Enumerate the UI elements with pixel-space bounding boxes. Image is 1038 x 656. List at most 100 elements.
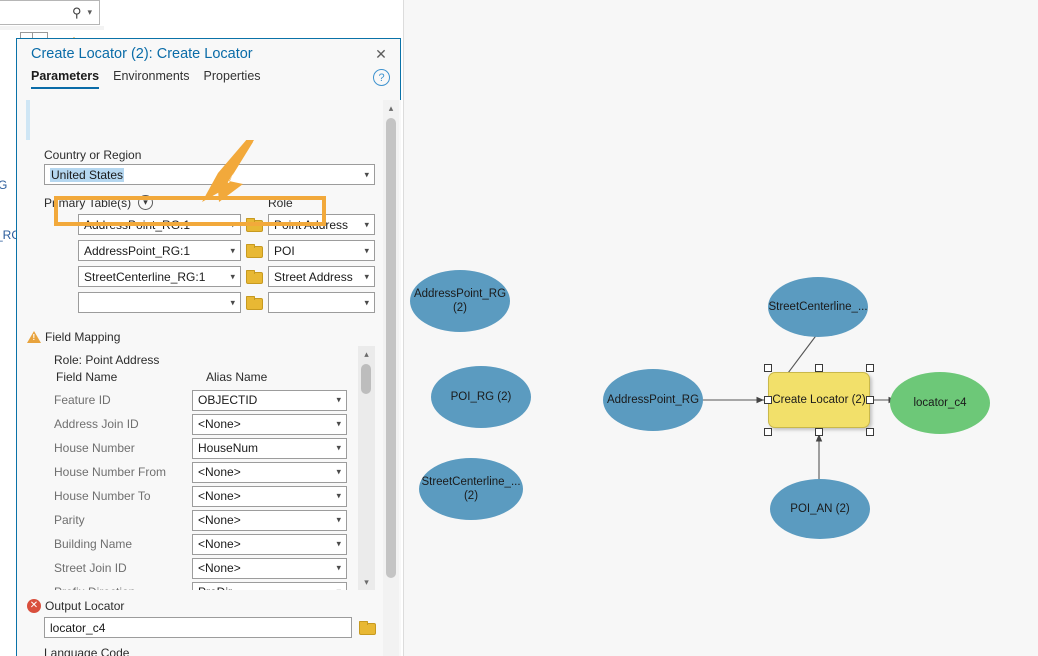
chevron-down-icon[interactable]: ▾: [336, 394, 341, 405]
chevron-down-icon[interactable]: ▾: [336, 514, 341, 525]
node-label: AddressPoint_RG: [606, 394, 700, 406]
node-label: POI_AN (2): [790, 503, 850, 515]
diagram-node-streetcenterline[interactable]: StreetCenterline_...: [768, 277, 868, 337]
folder-icon-2[interactable]: [246, 244, 263, 258]
field-mapping-row[interactable]: House Number From <None> ▾: [42, 460, 362, 484]
help-icon[interactable]: ?: [373, 69, 390, 86]
chevron-down-icon[interactable]: ▾: [336, 418, 341, 429]
alias-select[interactable]: <None> ▾: [192, 509, 347, 531]
chevron-down-icon[interactable]: ▾: [364, 297, 369, 307]
chevron-down-icon[interactable]: ▾: [336, 442, 341, 453]
selection-handle-e[interactable]: [866, 396, 874, 404]
tab-parameters[interactable]: Parameters: [31, 69, 100, 89]
field-mapping-row[interactable]: Parity <None> ▾: [42, 508, 362, 532]
alias-select[interactable]: <None> ▾: [192, 485, 347, 507]
field-mapping-list[interactable]: Feature ID OBJECTID ▾ Address Join ID <N…: [42, 388, 382, 590]
diagram-node-addresspoint-rg[interactable]: AddressPoint_RG: [603, 369, 703, 431]
selection-handle-n[interactable]: [815, 364, 823, 372]
section-accent-bar: [26, 100, 30, 140]
chevron-down-icon[interactable]: ▾: [336, 466, 341, 477]
role-column-header: Role: [268, 196, 293, 210]
chevron-down-icon[interactable]: ▾: [364, 271, 369, 281]
selection-handle-nw[interactable]: [764, 364, 772, 372]
chevron-down-icon[interactable]: ▾: [230, 297, 235, 307]
tab-environments[interactable]: Environments: [113, 69, 190, 83]
field-name: House Number To: [54, 489, 151, 503]
scroll-thumb[interactable]: [361, 364, 371, 394]
field-name: Building Name: [54, 537, 133, 551]
role-select-2[interactable]: POI ▾: [268, 240, 375, 261]
alias-select[interactable]: <None> ▾: [192, 557, 347, 579]
diagram-node-streetcenterline-2[interactable]: StreetCenterline_... (2): [419, 458, 523, 520]
role-value-1: Point Address: [274, 217, 349, 232]
field-name: Address Join ID: [54, 417, 139, 431]
selection-handle-sw[interactable]: [764, 428, 772, 436]
toolbar-strip: [0, 26, 104, 30]
field-mapping-row[interactable]: Building Name <None> ▾: [42, 532, 362, 556]
model-diagram-canvas[interactable]: AddressPoint_RG (2) POI_RG (2) StreetCen…: [404, 0, 1038, 656]
dialog-title: Create Locator (2): Create Locator: [31, 46, 253, 62]
close-icon[interactable]: ✕: [375, 45, 387, 62]
country-or-region-select[interactable]: United States ▾: [44, 164, 375, 185]
scroll-up-icon[interactable]: ▴: [364, 348, 369, 359]
primary-table-select-2[interactable]: AddressPoint_RG:1 ▾: [78, 240, 241, 261]
country-or-region-value: United States: [50, 167, 125, 182]
role-select-3[interactable]: Street Address ▾: [268, 266, 375, 287]
field-mapping-row[interactable]: House Number HouseNum ▾: [42, 436, 362, 460]
chevron-down-icon[interactable]: ▾: [336, 490, 341, 501]
role-select-1[interactable]: Point Address ▾: [268, 214, 375, 235]
warning-triangle-icon: [27, 331, 41, 343]
chevron-down-icon[interactable]: ▾: [230, 219, 235, 229]
alias-select[interactable]: PreDir ▾: [192, 581, 347, 591]
scroll-down-icon[interactable]: ▾: [364, 576, 369, 587]
diagram-node-addresspoint-rg-2[interactable]: AddressPoint_RG (2): [410, 270, 510, 332]
tab-properties[interactable]: Properties: [203, 69, 261, 83]
chevron-down-icon[interactable]: ▾: [230, 245, 235, 255]
diagram-node-poi-an-2[interactable]: POI_AN (2): [770, 479, 870, 539]
output-locator-input[interactable]: locator_c4: [44, 617, 352, 638]
search-input[interactable]: ⚲ ▾: [0, 0, 100, 25]
chevron-down-circle-icon[interactable]: ▾: [138, 195, 153, 210]
selection-handle-ne[interactable]: [866, 364, 874, 372]
primary-table-select-3[interactable]: StreetCenterline_RG:1 ▾: [78, 266, 241, 287]
alias-value: <None>: [198, 489, 241, 503]
alias-select[interactable]: <None> ▾: [192, 413, 347, 435]
chevron-down-icon[interactable]: ▾: [336, 587, 341, 591]
scroll-up-icon[interactable]: ▴: [388, 102, 394, 113]
diagram-node-locator-c4[interactable]: locator_c4: [890, 372, 990, 434]
field-mapping-row[interactable]: House Number To <None> ▾: [42, 484, 362, 508]
dialog-scrollbar[interactable]: ▴: [383, 100, 399, 656]
folder-icon-1[interactable]: [246, 218, 263, 232]
chevron-down-icon[interactable]: ▾: [336, 562, 341, 573]
folder-icon-3[interactable]: [246, 270, 263, 284]
field-mapping-row[interactable]: Address Join ID <None> ▾: [42, 412, 362, 436]
scroll-thumb[interactable]: [386, 118, 396, 578]
diagram-node-create-locator-2[interactable]: Create Locator (2): [768, 372, 870, 428]
selection-handle-w[interactable]: [764, 396, 772, 404]
field-mapping-scrollbar[interactable]: ▴ ▾: [358, 346, 375, 590]
primary-table-select-4[interactable]: ▾: [78, 292, 241, 313]
field-name: House Number: [54, 441, 135, 455]
chevron-down-icon[interactable]: ▾: [230, 271, 235, 281]
chevron-down-icon[interactable]: ▾: [336, 538, 341, 549]
field-mapping-row[interactable]: Feature ID OBJECTID ▾: [42, 388, 362, 412]
primary-table-select-1[interactable]: AddressPoint_RG:1 ▾: [78, 214, 241, 235]
field-mapping-row[interactable]: Street Join ID <None> ▾: [42, 556, 362, 580]
selection-handle-s[interactable]: [815, 428, 823, 436]
output-locator-label: Output Locator: [45, 599, 125, 613]
primary-table-value-2: AddressPoint_RG:1: [84, 243, 191, 258]
field-mapping-row[interactable]: Prefix Direction PreDir ▾: [42, 580, 362, 590]
alias-select[interactable]: HouseNum ▾: [192, 437, 347, 459]
chevron-down-icon[interactable]: ▾: [87, 7, 92, 17]
chevron-down-icon[interactable]: ▾: [364, 169, 369, 179]
alias-select[interactable]: <None> ▾: [192, 461, 347, 483]
chevron-down-icon[interactable]: ▾: [364, 219, 369, 229]
alias-select[interactable]: <None> ▾: [192, 533, 347, 555]
folder-icon-4[interactable]: [246, 296, 263, 310]
folder-icon-output[interactable]: [359, 621, 376, 635]
alias-select[interactable]: OBJECTID ▾: [192, 389, 347, 411]
diagram-node-poi-rg-2[interactable]: POI_RG (2): [431, 366, 531, 428]
role-select-4[interactable]: ▾: [268, 292, 375, 313]
chevron-down-icon[interactable]: ▾: [364, 245, 369, 255]
selection-handle-se[interactable]: [866, 428, 874, 436]
